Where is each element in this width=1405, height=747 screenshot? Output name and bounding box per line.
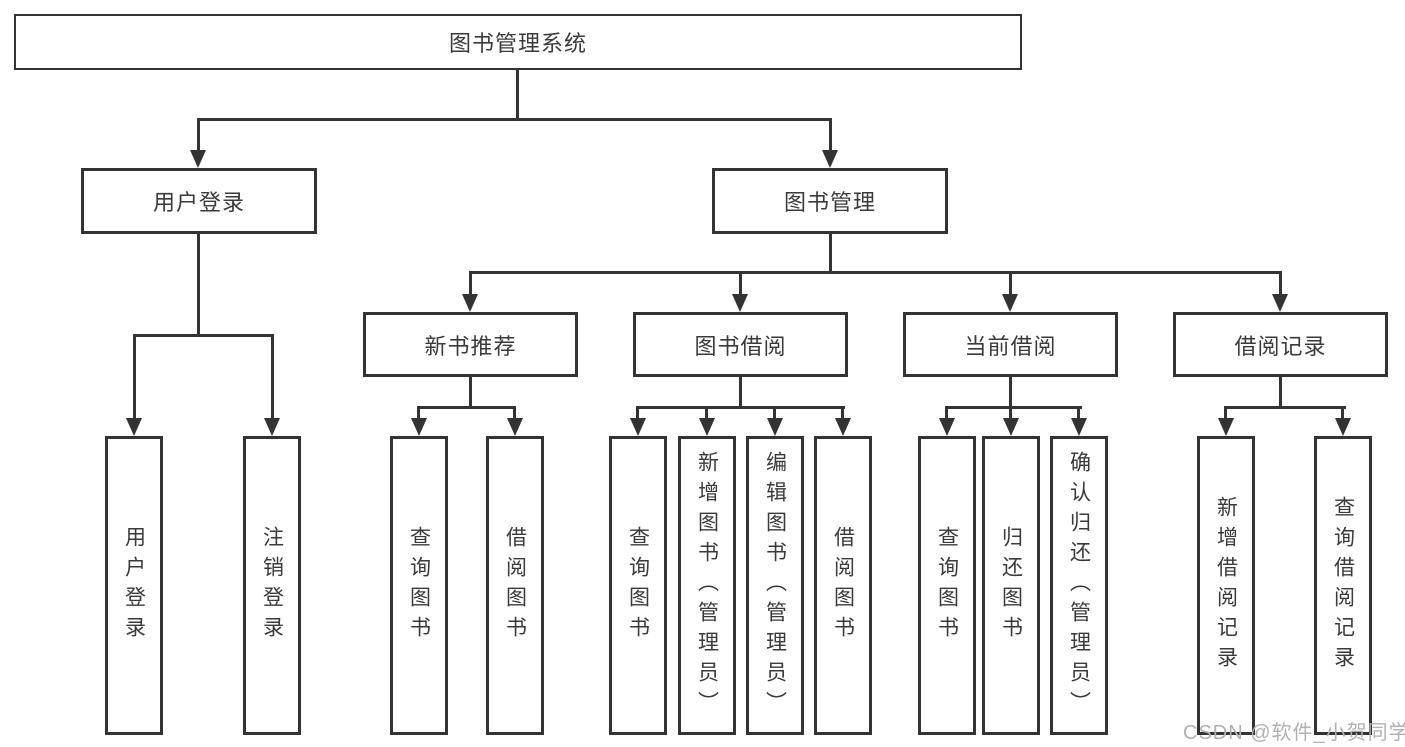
- node-book-borrow-label: 图书借阅: [694, 333, 787, 359]
- arrowhead-br-query: [1335, 418, 1351, 436]
- connector-to-current-borrow: [1009, 271, 1012, 296]
- connector-user-login-stem: [197, 234, 200, 337]
- leaf-record-query-borrow-record: 查询借阅记录: [1314, 436, 1372, 735]
- arrowhead-bb-add: [699, 418, 715, 436]
- arrowhead-book-borrow: [732, 294, 748, 312]
- connector-root-stem: [516, 70, 519, 120]
- leaf-currentborrow-query-book: 查询图书: [918, 436, 976, 735]
- node-current-borrow-label: 当前借阅: [964, 333, 1057, 359]
- arrowhead-new-book: [462, 294, 478, 312]
- arrowhead-nb-borrow: [507, 418, 523, 436]
- arrowhead-user-login: [190, 150, 206, 168]
- node-book-borrow: 图书借阅: [633, 312, 848, 377]
- connector-to-nb-query: [417, 406, 420, 420]
- connector-to-user-login: [197, 118, 200, 152]
- connector-current-borrow-bar: [945, 406, 1082, 409]
- connector-to-cb-return: [1009, 406, 1012, 420]
- connector-to-new-book: [469, 271, 472, 296]
- connector-to-cb-confirm: [1077, 406, 1080, 420]
- arrowhead-leaf-user-login: [126, 418, 142, 436]
- csdn-watermark: CSDN @软件_小贺同学: [1183, 722, 1405, 744]
- arrowhead-current-borrow: [1002, 294, 1018, 312]
- connector-to-book-borrow: [739, 271, 742, 296]
- leaf-logout-label: 注销登录: [260, 525, 284, 646]
- leaf-bookborrow-add-book-admin-label: 新增图书（管理员）: [695, 450, 719, 721]
- node-user-login-label: 用户登录: [152, 190, 245, 215]
- leaf-bookborrow-edit-book-admin: 编辑图书（管理员）: [746, 436, 804, 735]
- arrowhead-book-management: [822, 150, 838, 168]
- arrowhead-bb-edit: [767, 418, 783, 436]
- leaf-bookborrow-borrow-book-label: 借阅图书: [831, 525, 855, 646]
- node-library-system: 图书管理系统: [14, 14, 1022, 70]
- connector-to-leaf-logout: [271, 334, 274, 422]
- connector-user-login-bar: [133, 334, 274, 337]
- connector-to-br-add: [1224, 406, 1227, 420]
- arrowhead-nb-query: [411, 418, 427, 436]
- node-new-book-recommend-label: 新书推荐: [424, 333, 517, 359]
- leaf-bookborrow-borrow-book: 借阅图书: [814, 436, 872, 735]
- leaf-currentborrow-query-book-label: 查询图书: [935, 525, 959, 646]
- leaf-newbook-borrow-book: 借阅图书: [486, 436, 544, 735]
- connector-book-management-bar: [469, 271, 1282, 274]
- arrowhead-br-add: [1218, 418, 1234, 436]
- arrowhead-borrow-record: [1272, 294, 1288, 312]
- connector-to-cb-query: [945, 406, 948, 420]
- connector-to-bb-borrow: [841, 406, 844, 420]
- connector-to-book-management: [829, 118, 832, 152]
- connector-to-bb-edit: [773, 406, 776, 420]
- connector-book-borrow-stem: [739, 377, 742, 409]
- node-borrow-record: 借阅记录: [1173, 312, 1388, 377]
- arrowhead-bb-borrow: [835, 418, 851, 436]
- connector-book-borrow-bar: [636, 406, 845, 409]
- arrowhead-cb-query: [939, 418, 955, 436]
- arrowhead-cb-return: [1003, 418, 1019, 436]
- connector-current-borrow-stem: [1009, 377, 1012, 409]
- connector-to-br-query: [1341, 406, 1344, 420]
- leaf-currentborrow-confirm-return-admin: 确认归还（管理员）: [1050, 436, 1108, 735]
- leaf-newbook-query-book-label: 查询图书: [407, 525, 431, 646]
- connector-root-bar: [197, 118, 832, 121]
- arrowhead-leaf-logout: [264, 418, 280, 436]
- leaf-currentborrow-confirm-return-admin-label: 确认归还（管理员）: [1067, 450, 1091, 721]
- leaf-logout: 注销登录: [243, 436, 301, 735]
- leaf-currentborrow-return-book: 归还图书: [982, 436, 1040, 735]
- node-book-management: 图书管理: [712, 168, 948, 234]
- leaf-user-login-label: 用户登录: [122, 525, 146, 646]
- leaf-bookborrow-edit-book-admin-label: 编辑图书（管理员）: [763, 450, 787, 721]
- node-book-management-label: 图书管理: [783, 190, 876, 215]
- connector-borrow-record-stem: [1279, 377, 1282, 409]
- arrowhead-cb-confirm: [1071, 418, 1087, 436]
- node-current-borrow: 当前借阅: [903, 312, 1118, 377]
- leaf-currentborrow-return-book-label: 归还图书: [999, 525, 1023, 646]
- node-borrow-record-label: 借阅记录: [1234, 333, 1327, 359]
- connector-to-nb-borrow: [513, 406, 516, 420]
- connector-borrow-record-bar: [1224, 406, 1346, 409]
- node-user-login: 用户登录: [81, 168, 317, 234]
- connector-to-borrow-record: [1279, 271, 1282, 296]
- connector-new-book-stem: [469, 377, 472, 409]
- connector-book-management-stem: [829, 234, 832, 274]
- leaf-bookborrow-add-book-admin: 新增图书（管理员）: [678, 436, 736, 735]
- connector-new-book-bar: [417, 406, 516, 409]
- arrowhead-bb-query: [630, 418, 646, 436]
- leaf-bookborrow-query-book-label: 查询图书: [626, 525, 650, 646]
- leaf-user-login: 用户登录: [105, 436, 163, 735]
- connector-to-bb-query: [636, 406, 639, 420]
- leaf-record-add-borrow-record: 新增借阅记录: [1197, 436, 1255, 735]
- node-new-book-recommend: 新书推荐: [363, 312, 578, 377]
- leaf-newbook-borrow-book-label: 借阅图书: [503, 525, 527, 646]
- node-library-system-label: 图书管理系统: [448, 31, 587, 56]
- leaf-record-add-borrow-record-label: 新增借阅记录: [1214, 495, 1238, 676]
- connector-to-leaf-user-login: [133, 334, 136, 422]
- leaf-bookborrow-query-book: 查询图书: [609, 436, 667, 735]
- connector-to-bb-add: [705, 406, 708, 420]
- leaf-newbook-query-book: 查询图书: [390, 436, 448, 735]
- leaf-record-query-borrow-record-label: 查询借阅记录: [1331, 495, 1355, 676]
